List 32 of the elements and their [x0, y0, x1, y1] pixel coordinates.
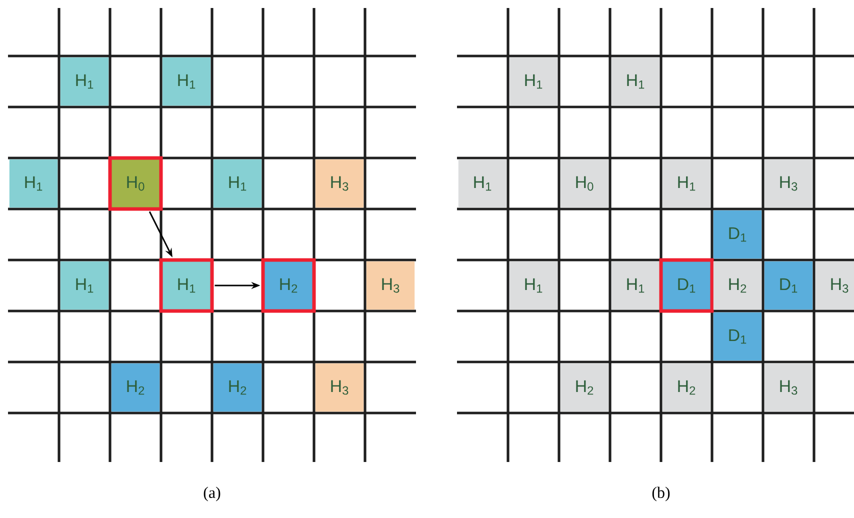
panel-caption: (a) [204, 486, 220, 502]
grid-cell: H$_{1}$ [611, 261, 660, 310]
grid-cell: H$_{2}$ [261, 258, 316, 313]
grid-cell: D$_{1}$ [659, 258, 714, 313]
grid-cell: H$_{1}$ [60, 57, 109, 106]
grid-cell: H$_{3}$ [315, 363, 364, 412]
grid-cell: H$_{1}$ [213, 159, 262, 208]
grid-cell: H$_{1}$ [662, 159, 711, 208]
grid-cell: H$_{0}$ [560, 159, 609, 208]
grid-cell: H$_{2}$ [213, 363, 262, 412]
panel-caption: (b) [652, 486, 670, 502]
grid-cell: H$_{1}$ [509, 57, 558, 106]
grid-cell: H$_{1}$ [509, 261, 558, 310]
grid-cell: H$_{3}$ [764, 159, 813, 208]
grid-cell: H$_{2}$ [662, 363, 711, 412]
grid-cell: H$_{3}$ [764, 363, 813, 412]
grid-cell: D$_{1}$ [713, 210, 762, 259]
grid-cell: H$_{3}$ [315, 159, 364, 208]
grid-cell: H$_{1}$ [162, 57, 211, 106]
grid-cell: H$_{0}$ [108, 156, 163, 211]
grid-cell: H$_{2}$ [560, 363, 609, 412]
grid-cell: D$_{1}$ [713, 312, 762, 361]
grid-cell: H$_{2}$ [713, 261, 762, 310]
grid-cell: H$_{1}$ [611, 57, 660, 106]
grid-cell: H$_{1}$ [60, 261, 109, 310]
grid-cell: H$_{3}$ [366, 261, 415, 310]
grid-cell: H$_{1}$ [159, 258, 214, 313]
grid-cell: D$_{1}$ [764, 261, 813, 310]
grid-cell: H$_{1}$ [9, 159, 58, 208]
grid-cell: H$_{3}$ [815, 261, 854, 310]
grid-cell: H$_{1}$ [458, 159, 507, 208]
grid-cell: H$_{2}$ [111, 363, 160, 412]
